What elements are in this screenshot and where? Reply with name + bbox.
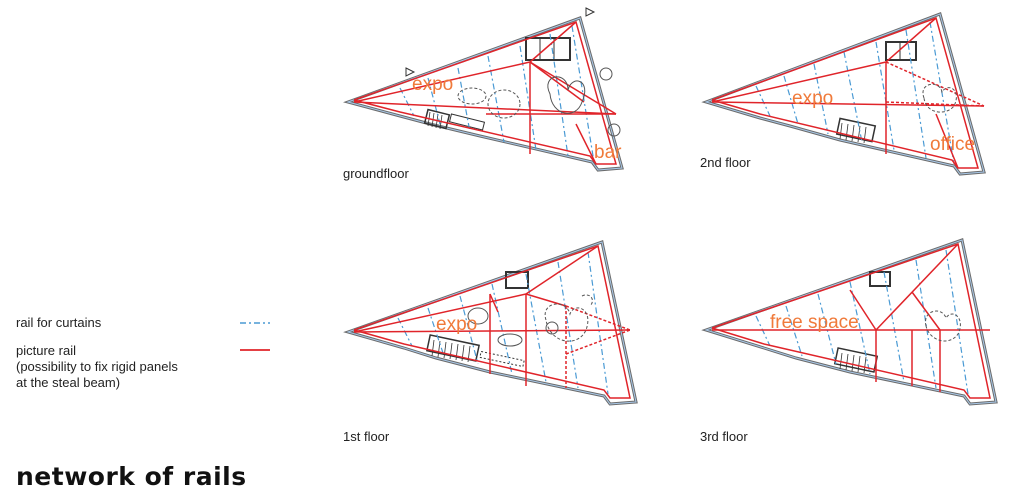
plan-groundfloor: expo bar xyxy=(340,4,660,176)
staircase xyxy=(835,117,877,143)
furniture xyxy=(457,67,621,137)
plan-3rd-floor: free space xyxy=(700,236,1010,412)
plan-1st-floor-drawing: expo xyxy=(343,240,638,406)
legend-picture-label: picture rail xyxy=(16,343,76,358)
staircase xyxy=(425,334,481,362)
entrance-marker-icon xyxy=(405,67,416,77)
plan-caption: groundfloor xyxy=(343,166,409,181)
staircase xyxy=(423,108,451,130)
legend-curtain-swatch xyxy=(240,322,270,324)
entrance-marker-icon xyxy=(585,7,596,17)
room-label: office xyxy=(930,134,975,155)
room-label: bar xyxy=(594,142,622,163)
plan-2nd-floor-drawing: expo office xyxy=(701,12,986,176)
room-label: expo xyxy=(792,88,833,109)
room-label: expo xyxy=(412,74,453,95)
plan-groundfloor-drawing: expo bar xyxy=(343,7,624,172)
kitchen-block xyxy=(505,271,529,289)
furniture xyxy=(925,310,961,342)
room-label: free space xyxy=(770,312,859,333)
plan-caption: 1st floor xyxy=(343,429,390,444)
picture-rails xyxy=(353,245,631,399)
plan-3rd-floor-drawing: free space xyxy=(701,238,998,406)
plan-2nd-floor: expo office xyxy=(700,2,1010,182)
legend-picture-note: at the steal beam) xyxy=(16,375,121,390)
room-label: expo xyxy=(436,314,477,335)
plan-caption: 3rd floor xyxy=(700,429,748,444)
curtain-rails xyxy=(353,245,609,395)
furniture xyxy=(467,294,593,347)
furniture xyxy=(922,83,957,113)
picture-rails xyxy=(711,17,985,169)
plan-1st-floor: expo xyxy=(340,236,660,412)
curtain-rails xyxy=(353,21,595,163)
legend-picture-note: (possibility to fix rigid panels xyxy=(16,359,178,374)
legend-curtain-label: rail for curtains xyxy=(16,315,102,330)
picture-rails xyxy=(353,21,617,165)
legend-picture-swatch xyxy=(240,349,270,351)
kitchen-block xyxy=(885,41,917,61)
plan-caption: 2nd floor xyxy=(700,155,751,170)
picture-rails xyxy=(711,243,991,399)
kitchen-block xyxy=(869,271,891,287)
building-outline xyxy=(343,240,638,406)
page-title: network of rails xyxy=(16,462,247,491)
kitchen-block xyxy=(525,37,571,61)
